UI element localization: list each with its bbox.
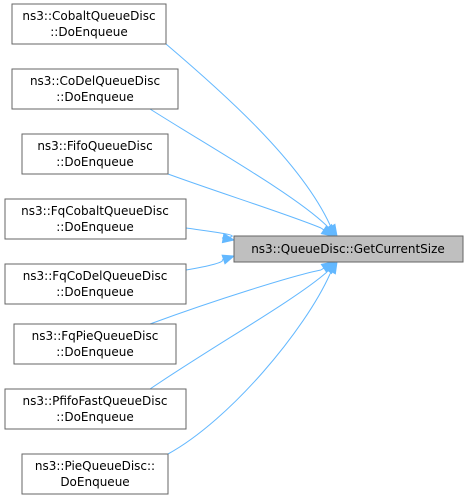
caller-node-fqpie[interactable]: ns3::FqPieQueueDisc ::DoEnqueue (13, 323, 177, 365)
caller-node-codel[interactable]: ns3::CoDelQueueDisc ::DoEnqueue (11, 68, 179, 110)
edge-fqpie (149, 269, 322, 325)
caller-label-line1: ns3::FqPieQueueDisc (32, 329, 159, 343)
arrowhead-fqcobalt (221, 232, 236, 244)
caller-node-fqcodel[interactable]: ns3::FqCoDelQueueDisc ::DoEnqueue (4, 263, 187, 305)
call-edges (149, 43, 338, 455)
edge-tail-pfifofast (326, 270, 329, 273)
caller-label-line2: ::DoEnqueue (56, 90, 133, 104)
caller-label-line1: ns3::CoDelQueueDisc (30, 74, 160, 88)
edge-tail-codel (326, 225, 329, 228)
caller-label-line1: ns3::CobaltQueueDisc (22, 9, 155, 23)
caller-label-line2: ::DoEnqueue (56, 285, 133, 299)
caller-label-line2: ::DoEnqueue (56, 345, 133, 359)
edge-tail-fqcodel (221, 259, 224, 261)
arrowhead-fqcodel (221, 254, 236, 265)
caller-label-line1: ns3::FifoQueueDisc (37, 139, 152, 153)
caller-label-line2: ::DoEnqueue (56, 155, 133, 169)
target-node[interactable]: ns3::QueueDisc::GetCurrentSize (233, 235, 464, 263)
edge-fqcodel (185, 259, 223, 271)
caller-label-line1: ns3::PieQueueDisc:: (35, 459, 155, 473)
caller-label-line2: ::DoEnqueue (50, 25, 127, 39)
caller-label-line2: ::DoEnqueue (56, 410, 133, 424)
caller-label-line2: DoEnqueue (60, 475, 129, 489)
caller-node-cobalt[interactable]: ns3::CobaltQueueDisc ::DoEnqueue (11, 3, 167, 45)
caller-node-fqcobalt[interactable]: ns3::FqCobaltQueueDisc ::DoEnqueue (4, 198, 187, 240)
caller-label-line2: ::DoEnqueue (56, 220, 133, 234)
caller-label-line1: ns3::FqCobaltQueueDisc (21, 204, 169, 218)
caller-node-pfifofast[interactable]: ns3::PfifoFastQueueDisc ::DoEnqueue (4, 388, 187, 430)
edge-fifo (167, 173, 322, 229)
target-label: ns3::QueueDisc::GetCurrentSize (251, 242, 445, 256)
edge-pie (167, 273, 331, 455)
caller-node-pie[interactable]: ns3::PieQueueDisc:: DoEnqueue (21, 453, 169, 495)
edge-pfifofast (149, 271, 328, 390)
edge-cobalt (165, 43, 331, 226)
edge-tail-pie (329, 271, 332, 275)
edge-tail-fqpie (320, 267, 325, 271)
edge-tail-fifo (320, 227, 325, 231)
edge-codel (149, 108, 328, 227)
caller-label-line1: ns3::FqCoDelQueueDisc (23, 269, 168, 283)
caller-node-fifo[interactable]: ns3::FifoQueueDisc ::DoEnqueue (21, 133, 169, 175)
caller-label-line1: ns3::PfifoFastQueueDisc (23, 394, 168, 408)
